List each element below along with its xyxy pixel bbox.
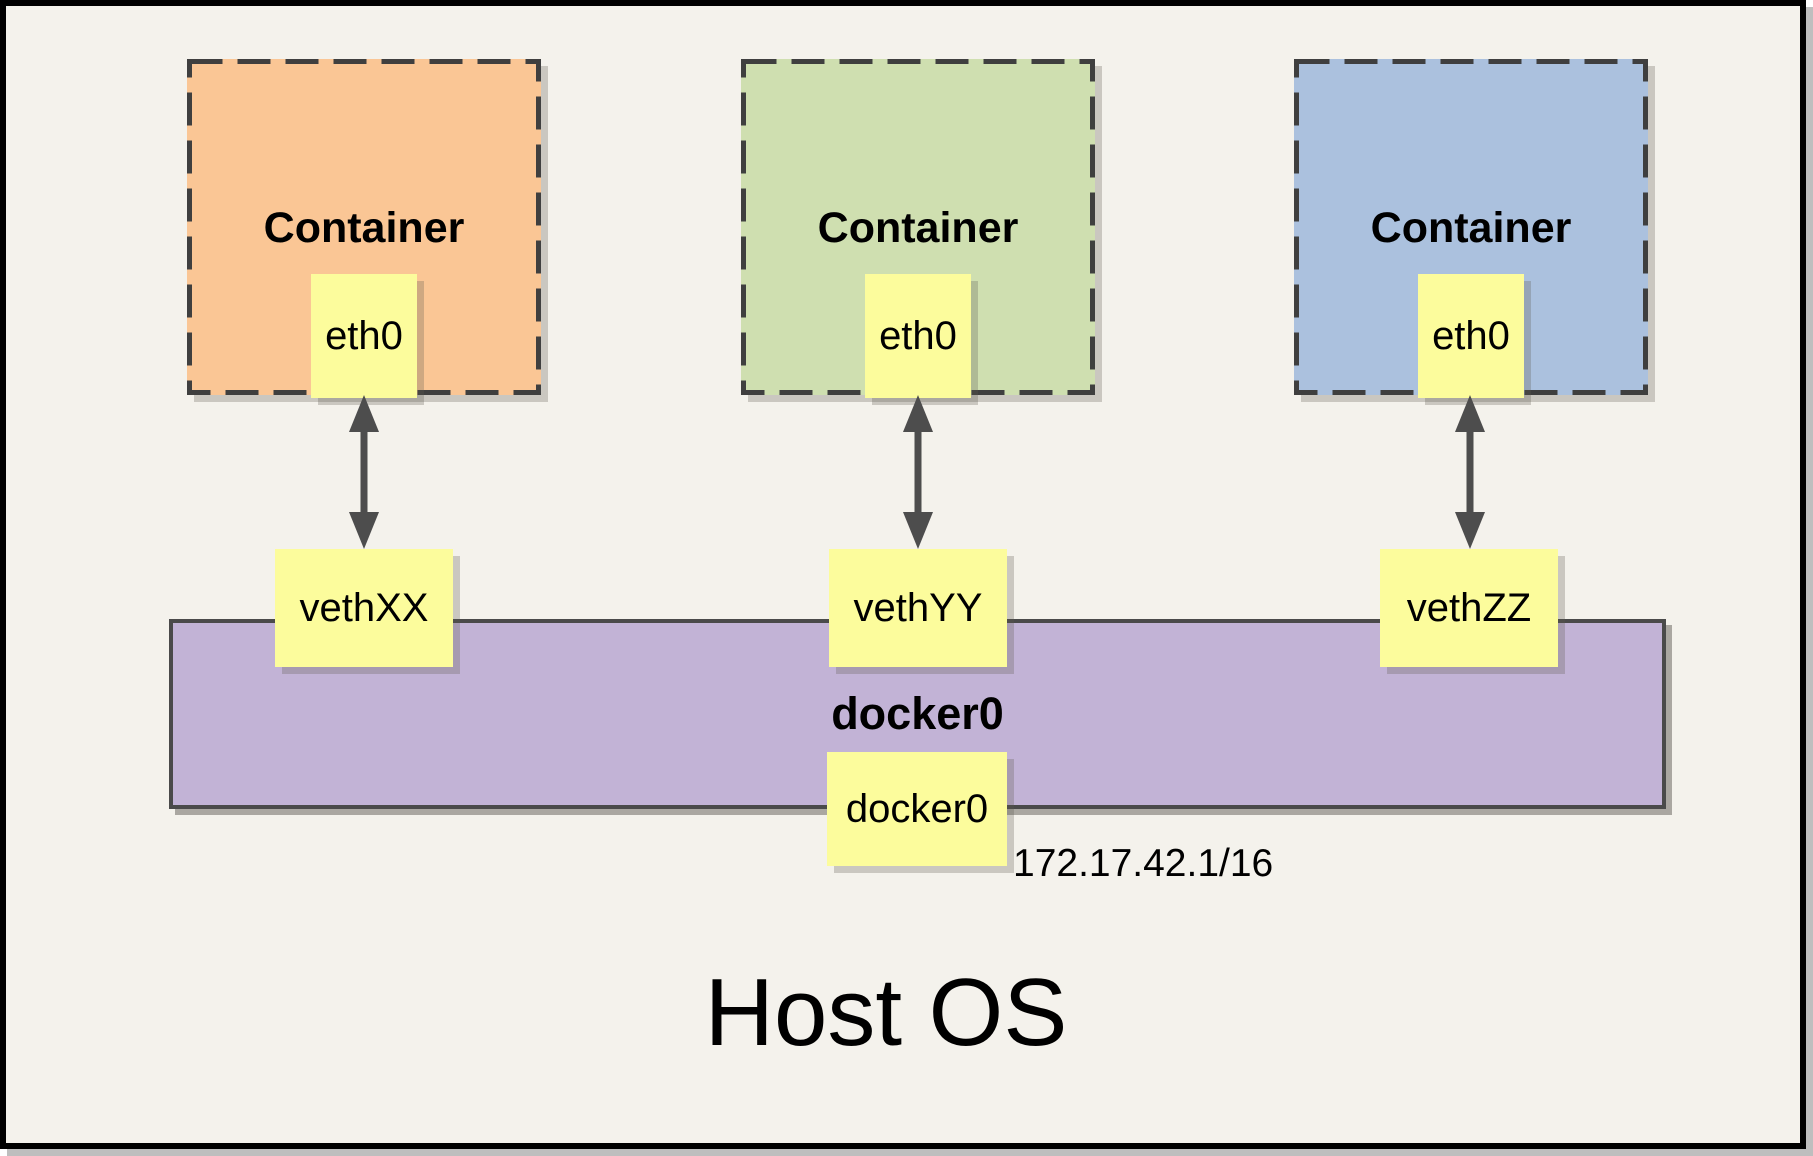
bridge-ip-address: 172.17.42.1/16 <box>1013 842 1274 885</box>
veth-interface-box: vethXX <box>275 549 453 667</box>
docker0-label: docker0 <box>845 787 989 831</box>
dashed-border <box>1294 59 1648 395</box>
veth-label: vethXX <box>299 586 429 630</box>
veth-interface-box: vethYY <box>829 549 1007 667</box>
eth0-interface-box: eth0 <box>865 274 971 398</box>
double-arrow-icon <box>349 395 379 549</box>
docker0-interface-box: docker0 <box>827 752 1007 866</box>
eth0-label: eth0 <box>1432 314 1510 358</box>
eth0-interface-box: eth0 <box>1418 274 1524 398</box>
veth-label: vethZZ <box>1406 586 1532 630</box>
container-box-3: Container eth0 <box>1294 59 1648 398</box>
double-arrow-icon <box>1455 395 1485 549</box>
container-box-2: Container eth0 <box>741 59 1095 398</box>
eth0-interface-box: eth0 <box>311 274 417 398</box>
eth0-label: eth0 <box>325 314 403 358</box>
container-label: Container <box>817 204 1019 252</box>
veth-label: vethYY <box>853 586 983 630</box>
dashed-border <box>741 59 1095 395</box>
bridge-label: docker0 <box>831 688 1004 739</box>
container-label: Container <box>263 204 465 252</box>
container-label: Container <box>1370 204 1572 252</box>
veth-interface-box: vethZZ <box>1380 549 1558 667</box>
double-arrow-icon <box>903 395 933 549</box>
host-os-label: Host OS <box>704 959 1068 1066</box>
dashed-border <box>187 59 541 395</box>
eth0-label: eth0 <box>879 314 957 358</box>
container-box-1: Container eth0 <box>187 59 541 398</box>
